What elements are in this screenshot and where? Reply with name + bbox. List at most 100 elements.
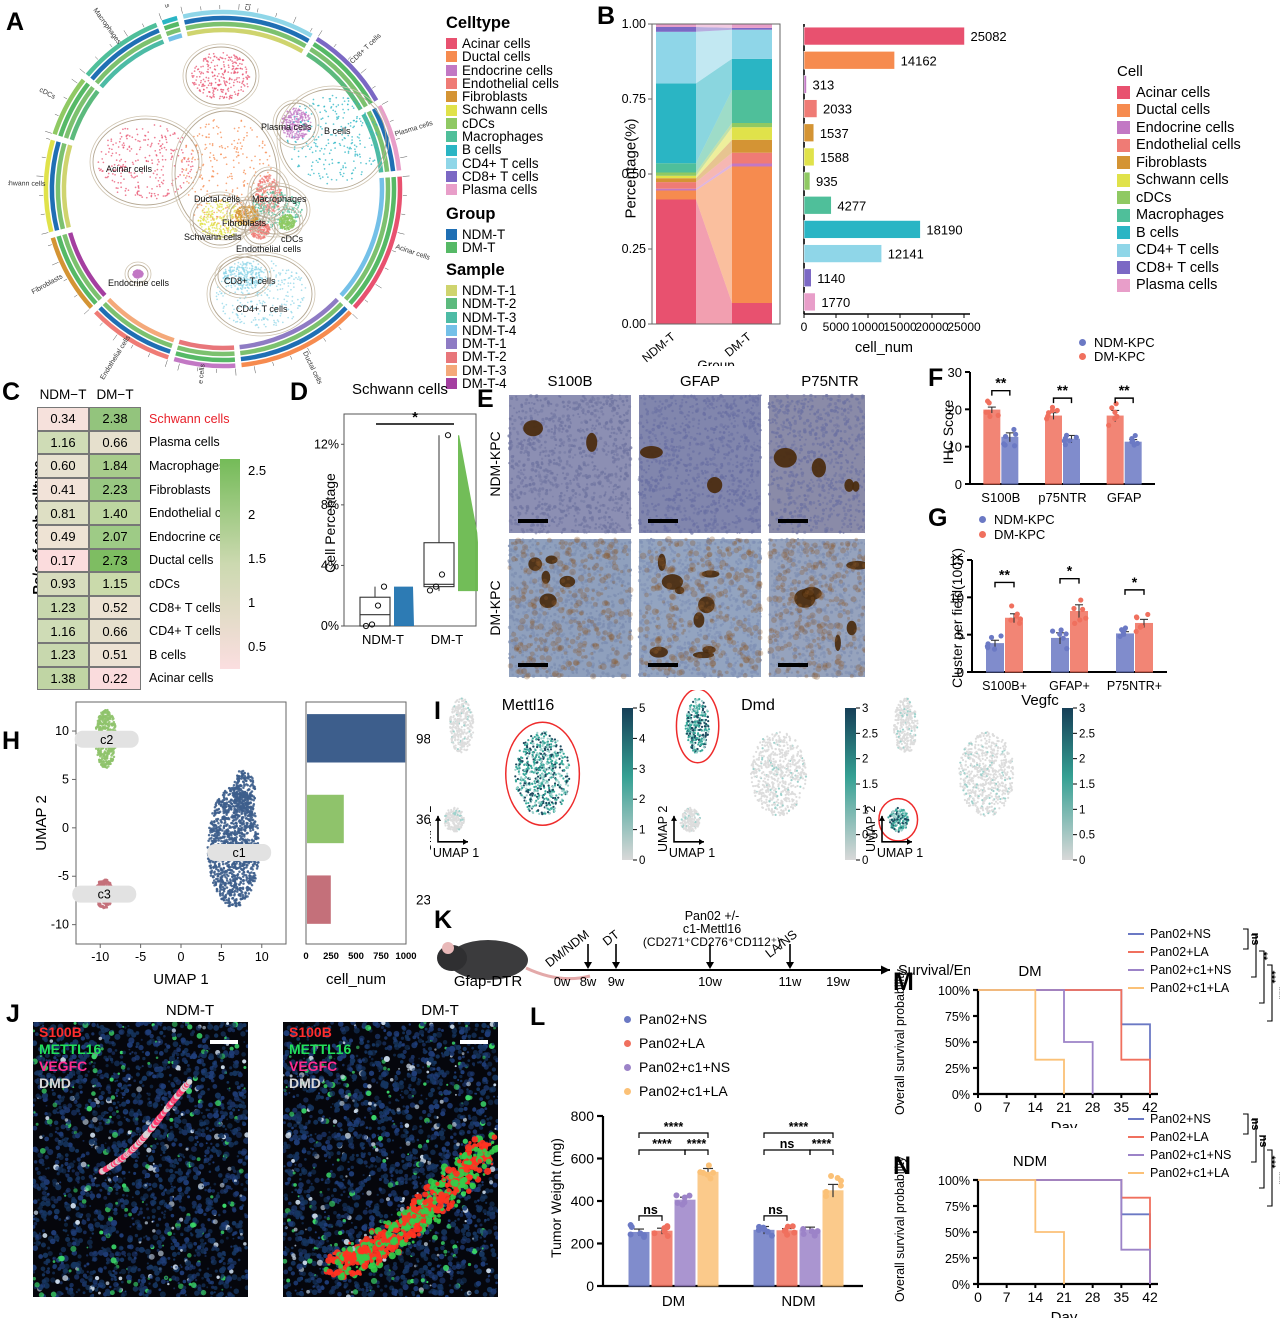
y-tick-label: 100% (938, 1174, 970, 1188)
x-tick-label: 500 (348, 951, 364, 962)
colorbar-tick-label: 2.5 (862, 728, 878, 740)
legend-label: Ductal cells (1136, 102, 1210, 118)
bar-value-label: 12141 (888, 247, 924, 262)
legend-swatch-icon (446, 145, 457, 156)
legend-dot-icon (624, 1016, 631, 1023)
x-tick-label: DM-T (431, 632, 464, 647)
colorbar-tick-label: 3 (639, 764, 645, 776)
legend-cell-item: Schwann cells (1117, 172, 1277, 190)
legend-label: Plasma cells (1136, 277, 1217, 293)
y-tick-label: 200 (571, 1236, 595, 1252)
significance-marker: ** (1057, 382, 1068, 398)
y-axis-label: UMAP 2 (33, 795, 50, 851)
data-point (823, 1189, 829, 1195)
row-label: Acinar cells (149, 671, 213, 685)
legend-label: Endothelial cells (1136, 137, 1241, 153)
bar (804, 100, 817, 118)
legend-swatch-icon (446, 38, 457, 49)
significance-marker: ** (995, 375, 1006, 391)
data-point (710, 1170, 716, 1176)
cell-value-dm: 0.66 (89, 431, 141, 455)
dab-stain (707, 477, 722, 493)
data-point (1074, 435, 1079, 440)
x-tick-label: 10 (255, 950, 269, 964)
legend-swatch-icon (446, 229, 457, 240)
legend-swatch-icon (1117, 139, 1130, 152)
x-tick-label: 21 (1056, 1099, 1072, 1115)
x-tick-label: 0 (178, 950, 185, 964)
y-tick-label: 50% (945, 1226, 970, 1240)
legend-label: Ductal cells (462, 50, 530, 63)
bar-value-label: 1770 (821, 295, 850, 310)
panel-i-plots: UMAP 1UMAP 2Mettl16012345UMAP 1UMAP 2Dmd… (430, 690, 1280, 920)
marker-label: S100B (39, 1024, 101, 1041)
legend-swatch-icon (1117, 226, 1130, 239)
legend-item: NDM-KPC (975, 512, 1055, 527)
legend-swatch-icon (446, 325, 457, 336)
significance-marker: ** (1257, 952, 1269, 961)
y-tick-label: 0.00 (622, 317, 646, 331)
legend-label: Pan02+c1+NS (639, 1059, 730, 1075)
legend-cell: Cell Acinar cellsDuctal cellsEndocrine c… (1117, 63, 1277, 294)
data-point (641, 1234, 647, 1240)
data-point (1045, 413, 1050, 418)
legend-item: Pan02+LA (1128, 1128, 1231, 1146)
timepoint-label: 9w (608, 974, 625, 989)
cell-value-ndm: 1.38 (37, 667, 89, 691)
cluster-label: cDCs (281, 234, 303, 244)
cell-value-ndm: 0.34 (37, 407, 89, 431)
significance-marker: **** (652, 1137, 672, 1151)
violin (394, 587, 414, 626)
legend-label: Pan02+NS (1150, 1112, 1211, 1126)
panel-letter-c: C (2, 378, 20, 407)
data-point (445, 433, 450, 438)
panel-c-colorbar: 2.521.510.5 (220, 455, 300, 680)
colorbar-tick-label: 0 (1079, 855, 1085, 867)
x-tick-label: 5 (218, 950, 225, 964)
circos-segment-label: CD4+ T cells (245, 4, 258, 11)
panel-a-circos: CD4+ T cellsCD8+ T cellsPlasma cellsAcin… (8, 4, 438, 384)
legend-swatch-icon (446, 131, 457, 142)
legend-swatch-icon (1117, 261, 1130, 274)
dab-stain (523, 420, 543, 436)
y-tick-label: 0.25 (622, 242, 646, 256)
bar (804, 245, 882, 263)
legend-label: Fibroblasts (1136, 155, 1207, 171)
data-point (1064, 646, 1069, 651)
timeline-arrow (706, 962, 714, 969)
legend-label: Endocrine cells (462, 64, 553, 77)
panel-l-legend: Pan02+NSPan02+LAPan02+c1+NSPan02+c1+LA (620, 1007, 730, 1103)
data-point (996, 413, 1001, 418)
y-tick-label: 5 (62, 772, 69, 786)
x-tick-label: NDM (781, 1293, 815, 1310)
data-point (838, 1183, 844, 1189)
cluster-label: Endothelial cells (236, 244, 301, 254)
cluster-label: Fibroblasts (222, 218, 266, 228)
colorbar-tick-label: 2 (248, 507, 255, 522)
colorbar-tick-label: 1.5 (248, 551, 266, 566)
cell-value-ndm: 0.41 (37, 478, 89, 502)
legend-swatch-icon (1117, 86, 1130, 99)
bar-value-label: 4277 (837, 198, 866, 213)
data-point (706, 1162, 712, 1168)
x-tick-label: -5 (135, 950, 146, 964)
data-point (1080, 607, 1085, 612)
data-point (782, 1228, 788, 1234)
significance-marker: **** (812, 1137, 832, 1151)
bar (1117, 634, 1134, 672)
legend-celltype-item: Ductal cells (446, 50, 596, 63)
legend-label: Pan02+LA (1150, 1130, 1209, 1144)
data-point (1138, 625, 1143, 630)
marker-label: METTL16 (39, 1041, 101, 1058)
legend-cell-item: Fibroblasts (1117, 154, 1277, 172)
legend-swatch-icon (446, 65, 457, 76)
legend-label: DM-T (462, 241, 495, 254)
data-point (983, 410, 988, 415)
bar (629, 1232, 649, 1286)
y-tick-label: 12% (314, 437, 339, 451)
marker-label: DMD (289, 1075, 351, 1092)
data-point (628, 1222, 634, 1228)
legend-celltype: Celltype Acinar cellsDuctal cellsEndocri… (446, 14, 596, 197)
y-tick-label: 50% (945, 1036, 970, 1050)
x-tick-label: p75NTR (1038, 490, 1086, 505)
